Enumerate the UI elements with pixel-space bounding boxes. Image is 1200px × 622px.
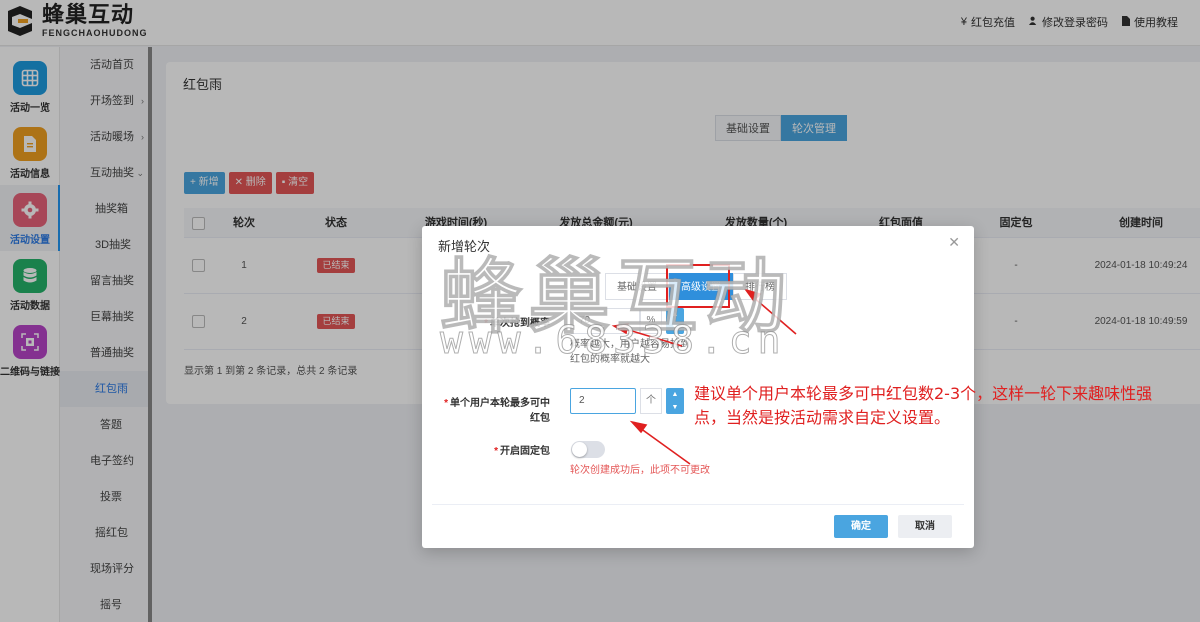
submenu-item-lottery[interactable]: 互动抽奖⌄ xyxy=(60,155,150,191)
dialog-tab-basic[interactable]: 基础设置 xyxy=(605,273,669,300)
rail-item-activity-data[interactable]: 活动数据 xyxy=(0,251,60,317)
submenu-item-vote[interactable]: 投票 xyxy=(100,491,122,503)
submenu-item-live-scoring[interactable]: 现场评分 xyxy=(90,563,134,575)
tab-basic-settings[interactable]: 基础设置 xyxy=(715,115,781,141)
user-key-icon xyxy=(1029,16,1038,28)
max-win-label: *单个用户本轮最多可中红包 xyxy=(444,398,550,424)
submenu-item-checkin[interactable]: 开场签到› xyxy=(60,83,150,119)
chevron-right-icon: › xyxy=(141,132,144,142)
trash-icon: ▪ xyxy=(281,177,286,188)
dialog-divider xyxy=(432,504,964,505)
change-password-link[interactable]: 修改登录密码 xyxy=(1029,14,1108,30)
submenu-item-quiz[interactable]: 答题 xyxy=(100,419,122,431)
chevron-right-icon: › xyxy=(141,96,144,106)
fixed-packet-label: *开启固定包 xyxy=(494,446,550,457)
max-win-stepper[interactable]: ▲▼ xyxy=(666,388,684,414)
max-win-input[interactable]: 2 xyxy=(570,388,636,414)
submenu-item-normal-lottery[interactable]: 普通抽奖 xyxy=(90,347,134,359)
rail-item-qrcode-links[interactable]: 二维码与链接 xyxy=(0,317,60,383)
probability-hint-2: 红包的概率就越大 xyxy=(570,354,650,365)
submenu-item-red-packet-rain[interactable]: 红包雨 xyxy=(60,371,150,407)
tab-round-management[interactable]: 轮次管理 xyxy=(781,115,847,141)
submenu-scrollbar[interactable] xyxy=(148,47,152,622)
submenu-item-home[interactable]: 活动首页 xyxy=(90,59,134,71)
status-badge: 已结束 xyxy=(317,257,355,273)
fixed-packet-toggle[interactable] xyxy=(571,441,605,458)
col-created: 创建时间 xyxy=(1119,217,1163,229)
submenu-item-giant-screen-lottery[interactable]: 巨幕抽奖 xyxy=(90,311,134,323)
submenu-item-message-lottery[interactable]: 留言抽奖 xyxy=(90,275,134,287)
recharge-link[interactable]: ¥ 红包充值 xyxy=(960,16,1015,29)
yen-icon: ¥ xyxy=(960,16,967,28)
tutorial-link[interactable]: 使用教程 xyxy=(1122,14,1178,30)
rail-item-activity-info[interactable]: 活动信息 xyxy=(0,119,60,185)
qrcode-icon xyxy=(13,325,47,359)
col-fixed: 固定包 xyxy=(999,217,1033,229)
submenu-item-warmup[interactable]: 活动暖场› xyxy=(60,119,150,155)
select-all-checkbox[interactable] xyxy=(191,216,205,230)
database-icon xyxy=(13,259,47,293)
cancel-button[interactable]: 取消 xyxy=(898,515,952,538)
clear-button[interactable]: ▪ 清空 xyxy=(275,172,315,194)
grid-icon xyxy=(13,61,47,95)
chevron-down-icon: ⌄ xyxy=(136,168,144,178)
max-win-unit: 个 xyxy=(640,388,662,414)
watermark-url: www.68338.cn xyxy=(440,318,787,363)
rail-item-activity-settings[interactable]: 活动设置 xyxy=(0,185,61,251)
submenu-item-e-sign[interactable]: 电子签约 xyxy=(90,455,134,467)
page-title: 红包雨 xyxy=(183,77,223,92)
row-checkbox[interactable] xyxy=(191,314,205,328)
left-rail: 活动一览 活动信息 活动设置 活动数据 二维码与链接 xyxy=(0,47,61,622)
watermark-logo: 蜂巢互动 xyxy=(439,250,793,346)
pagination-summary: 显示第 1 到第 2 条记录，总共 2 条记录 xyxy=(184,366,358,377)
submenu-item-shake-red-packet[interactable]: 摇红包 xyxy=(95,527,128,539)
document-icon xyxy=(13,127,47,161)
probability-label: *单次抢到概率 xyxy=(484,318,550,329)
sub-menu: 活动首页 开场签到› 活动暖场› 互动抽奖⌄ 抽奖箱 3D抽奖 留言抽奖 巨幕抽… xyxy=(60,47,150,622)
submenu-item-lottery-box[interactable]: 抽奖箱 xyxy=(95,203,128,215)
dialog-tab-advanced[interactable]: 高级设置 xyxy=(669,273,733,300)
confirm-button[interactable]: 确定 xyxy=(834,515,888,538)
submenu-item-3d-lottery[interactable]: 3D抽奖 xyxy=(95,239,132,251)
status-badge: 已结束 xyxy=(317,313,355,329)
main-panel: 红包雨 基础设置 轮次管理 + 新增 ✕ 删除 ▪ 清空 轮次 状态 游戏时间(… xyxy=(166,62,1200,404)
logo-mark-icon xyxy=(4,5,36,37)
gear-icon xyxy=(13,193,47,227)
col-status: 状态 xyxy=(325,217,347,229)
annotation-note: 建议单个用户本轮最多可中红包数2-3个，这样一轮下来趣味性强点，当然是按活动需求… xyxy=(694,384,1153,427)
highlight-box xyxy=(666,264,730,308)
brand-name: 蜂巢互动 xyxy=(42,3,135,28)
row-checkbox[interactable] xyxy=(191,258,205,272)
delete-button[interactable]: ✕ 删除 xyxy=(228,172,272,194)
submenu-item-number-draw[interactable]: 摇号 xyxy=(100,599,122,611)
brand-subtitle: FENGCHAOHUDONG xyxy=(42,28,148,38)
rail-item-activity-list[interactable]: 活动一览 xyxy=(0,53,60,119)
top-header: 蜂巢互动 FENGCHAOHUDONG ¥ 红包充值 修改登录密码 使用教程 xyxy=(0,0,1200,46)
close-icon[interactable]: ✕ xyxy=(948,234,960,250)
add-button[interactable]: + 新增 xyxy=(184,172,225,194)
file-icon xyxy=(1122,15,1130,29)
rounds-table: 轮次 状态 游戏时间(秒) 发放总金额(元) 发放数量(个) 红包面值 固定包 … xyxy=(184,208,1200,350)
col-round: 轮次 xyxy=(233,217,255,229)
dialog-title: 新增轮次 xyxy=(438,239,491,254)
fixed-packet-hint: 轮次创建成功后，此项不可更改 xyxy=(570,465,710,476)
brand-logo[interactable]: 蜂巢互动 FENGCHAOHUDONG xyxy=(4,4,148,38)
